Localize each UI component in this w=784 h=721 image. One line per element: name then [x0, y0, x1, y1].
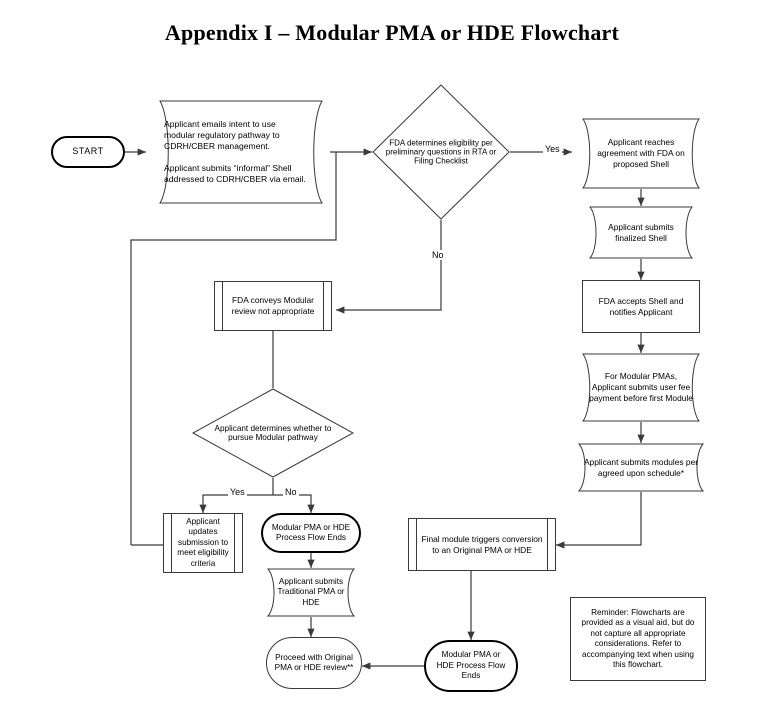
node-start-label: START [72, 146, 104, 157]
edge-label-yes-eligibility: Yes [543, 144, 562, 154]
fda-eligibility-label: FDA determines eligibility per prelimina… [385, 138, 497, 166]
node-applicant-agreement: Applicant reaches agreement with FDA on … [572, 118, 710, 189]
predefined-bar-left [222, 282, 223, 330]
node-flow-ends-left: Modular PMA or HDE Process Flow Ends [261, 513, 361, 553]
applicant-emails-line-4: Applicant submits “informal” Shell [164, 163, 292, 173]
proceed-original-label: Proceed with Original PMA or HDE review*… [274, 652, 354, 673]
applicant-emails-line-3: CDRH/CBER management. [164, 141, 271, 151]
node-fda-eligibility-decision: FDA determines eligibility per prelimina… [372, 84, 510, 220]
traditional-pma-label: Applicant submits Traditional PMA or HDE [277, 576, 345, 607]
node-start: START [51, 136, 125, 168]
node-fda-accepts-shell: FDA accepts Shell and notifies Applicant [582, 280, 700, 333]
flow-ends-left-label: Modular PMA or HDE Process Flow Ends [271, 522, 351, 543]
page-title: Appendix I – Modular PMA or HDE Flowchar… [164, 20, 620, 45]
node-finalized-shell: Applicant submits finalized Shell [580, 206, 702, 259]
node-submits-modules: Applicant submits modules per agreed upo… [568, 443, 714, 492]
edge-label-no-pursue: No [283, 487, 299, 497]
submits-modules-label: Applicant submits modules per agreed upo… [583, 456, 699, 478]
node-proceed-original: Proceed with Original PMA or HDE review*… [266, 637, 362, 689]
reminder-note-label: Reminder: Flowcharts are provided as a v… [581, 607, 695, 670]
applicant-emails-line-2: modular regulatory pathway to [164, 130, 280, 140]
finalized-shell-label: Applicant submits finalized Shell [608, 221, 674, 243]
predefined-bar-right [234, 514, 235, 572]
edge-label-no-eligibility: No [430, 250, 446, 260]
predefined-bar-left [171, 514, 172, 572]
applicant-agreement-label: Applicant reaches agreement with FDA on … [597, 137, 685, 169]
predefined-bar-left [416, 519, 417, 570]
applicant-emails-line-5: addressed to CDRH/CBER via email. [164, 174, 306, 184]
node-applicant-updates: Applicant updates submission to meet eli… [163, 513, 243, 573]
flow-ends-right-label: Modular PMA or HDE Process Flow Ends [436, 650, 506, 681]
node-traditional-pma: Applicant submits Traditional PMA or HDE [258, 568, 364, 617]
pursue-modular-label: Applicant determines whether to pursue M… [214, 424, 332, 442]
node-pursue-modular-decision: Applicant determines whether to pursue M… [192, 388, 354, 478]
applicant-updates-label: Applicant updates submission to meet eli… [177, 516, 229, 568]
final-module-label: Final module triggers conversion to an O… [421, 533, 543, 555]
node-reminder-note: Reminder: Flowcharts are provided as a v… [570, 597, 706, 681]
node-final-module: Final module triggers conversion to an O… [408, 518, 556, 571]
fda-conveys-label: FDA conveys Modular review not appropria… [231, 295, 315, 316]
node-applicant-emails: Applicant emails intent to use modular r… [146, 100, 336, 204]
user-fee-label: For Modular PMAs, Applicant submits user… [589, 371, 693, 403]
predefined-bar-right [323, 282, 324, 330]
node-user-fee: For Modular PMAs, Applicant submits user… [572, 353, 710, 422]
node-flow-ends-right: Modular PMA or HDE Process Flow Ends [424, 640, 518, 692]
edge-label-yes-pursue: Yes [228, 487, 247, 497]
applicant-emails-line-1: Applicant emails intent to use [164, 119, 276, 129]
node-fda-conveys: FDA conveys Modular review not appropria… [214, 281, 332, 331]
fda-accepts-shell-label: FDA accepts Shell and notifies Applicant [598, 295, 684, 317]
predefined-bar-right [547, 519, 548, 570]
